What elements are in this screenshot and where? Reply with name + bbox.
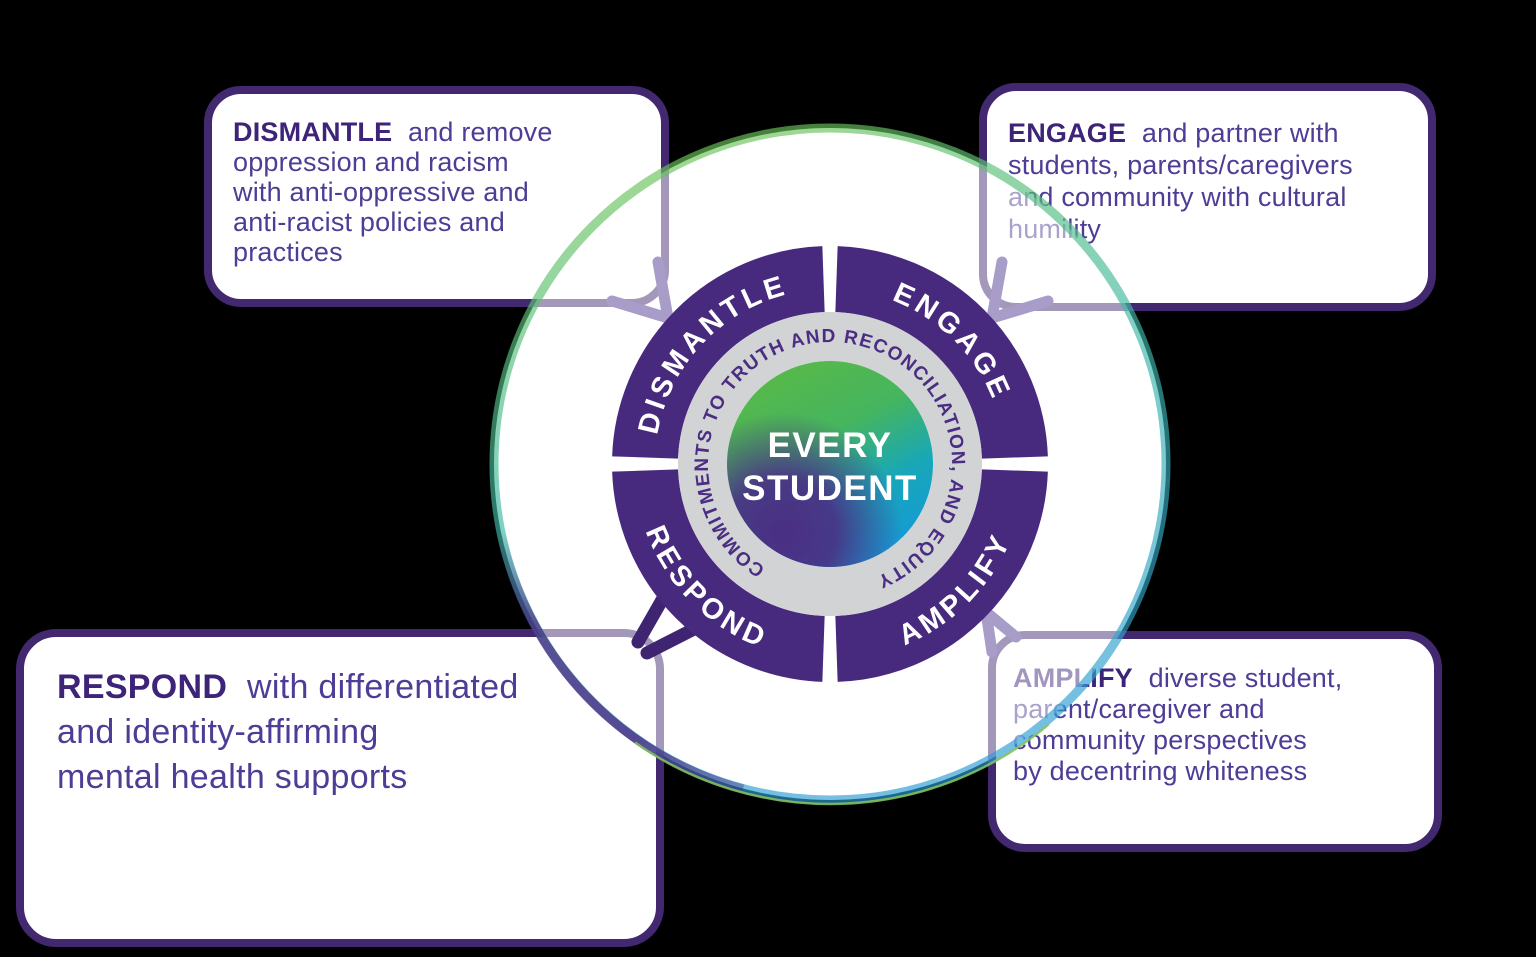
connector-line (986, 295, 1054, 324)
connector-engage (986, 256, 1054, 324)
callout-line: students, parents/caregivers (1008, 150, 1353, 180)
ring-segment-respond (612, 468, 826, 682)
connector-dismantle (606, 256, 674, 324)
connector-line (986, 256, 1008, 324)
callout-line: oppression and racism (233, 147, 509, 177)
ring-segment-dismantle (612, 246, 826, 460)
callout-line: anti-racist policies and (233, 207, 505, 237)
connector-line (980, 606, 1022, 643)
connector-respond (631, 593, 701, 660)
ring-segment-engage (834, 246, 1048, 460)
callout-line: mental health supports (57, 758, 408, 796)
center-circle-purple-blob (727, 361, 933, 567)
outer-circle-hairline (634, 723, 1050, 806)
callout-box (16, 629, 664, 947)
callout-dismantle: DISMANTLE and remove oppression and raci… (204, 86, 669, 307)
callout-line: with anti-oppressive and (232, 177, 529, 207)
outer-circle-stroke-purple-arc (496, 533, 745, 794)
connector-line (640, 622, 701, 660)
callout-title: DISMANTLE (233, 117, 392, 147)
callout-line: by decentring whiteness (1013, 756, 1307, 786)
callout-line: and remove (408, 117, 553, 147)
connector-amplify (980, 606, 1022, 658)
callout-line: diverse student, (1149, 663, 1343, 693)
callout-title: RESPOND (57, 668, 227, 706)
callout-text: RESPOND with differentiated and identity… (57, 668, 528, 796)
center-text-line2: STUDENT (742, 469, 918, 508)
ring-segment-amplify (834, 468, 1048, 682)
callout-line: with differentiated (246, 668, 519, 706)
callout-line: and identity-affirming (57, 713, 379, 751)
callout-respond: RESPOND with differentiated and identity… (16, 629, 664, 947)
callout-line: and partner with (1142, 118, 1339, 148)
callout-line: community perspectives (1013, 725, 1307, 755)
callout-line: and community with cultural (1008, 182, 1347, 212)
callout-text: DISMANTLE and remove oppression and raci… (232, 117, 560, 267)
commitment-ring (678, 312, 982, 616)
connector-line (652, 256, 674, 324)
callout-line: practices (233, 237, 343, 267)
connector-line (631, 593, 669, 649)
outer-circle-stroke (489, 123, 1171, 805)
center-text-line1: EVERY (768, 426, 893, 465)
segment-ring (612, 246, 1048, 682)
connector-line (606, 295, 674, 324)
callout-title: ENGAGE (1008, 118, 1126, 148)
